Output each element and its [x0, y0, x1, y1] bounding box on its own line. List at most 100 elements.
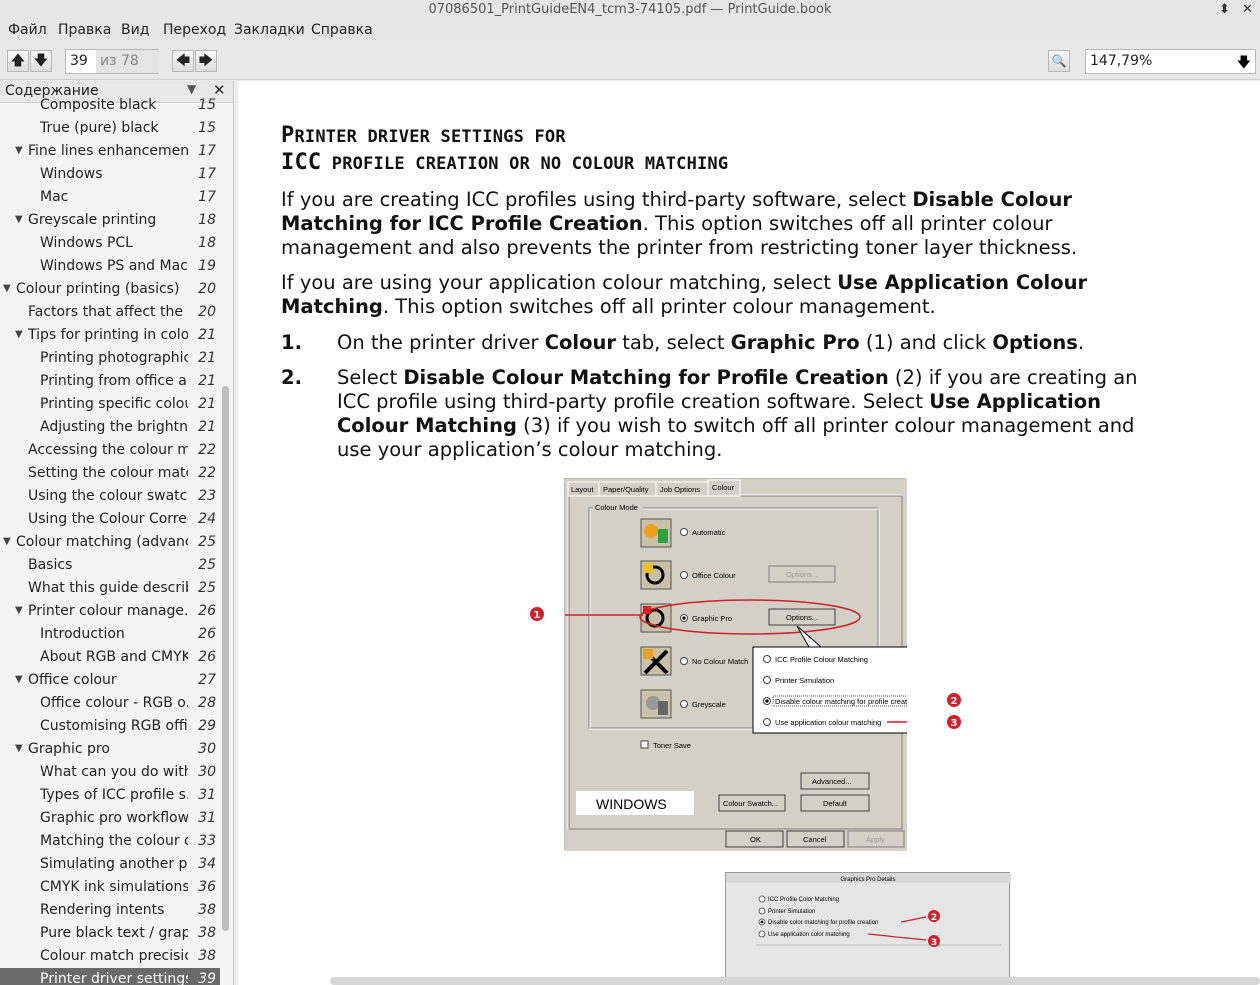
toc-item-label: Setting the colour matc... — [28, 465, 188, 481]
zoom-dropdown-icon[interactable]: 🡇 — [1236, 55, 1251, 71]
p2-bold: Use Application Colour Matching — [281, 271, 1088, 318]
toc-item-label: Printing photographic... — [40, 350, 188, 366]
menu-file[interactable]: Файл — [8, 22, 47, 38]
menu-edit[interactable]: Правка — [58, 22, 112, 38]
close-window-icon[interactable]: ✕ — [1242, 2, 1253, 17]
s1-text: . — [1077, 331, 1085, 354]
next-page-icon[interactable]: 🡇 — [30, 50, 52, 72]
toc-item[interactable]: Accessing the colour ma...22 — [0, 439, 220, 462]
toc-item[interactable]: Printer driver settings...39 — [0, 968, 220, 985]
toc-item[interactable]: Using the colour swatch...23 — [0, 485, 220, 508]
document-hscrollbar[interactable] — [330, 977, 1260, 985]
toc-item-page: 22 — [198, 442, 216, 458]
toc-item-label: Windows — [40, 166, 103, 182]
sidebar-title[interactable]: Содержание — [5, 83, 99, 99]
toc-item-label: Office colour — [28, 672, 117, 688]
advanced-button: Advanced... — [812, 777, 852, 786]
expand-triangle-icon[interactable]: ▼ — [15, 605, 23, 616]
s1-text: tab, select — [616, 331, 731, 354]
toc-item[interactable]: Factors that affect the a...20 — [0, 301, 220, 324]
toc-item-page: 21 — [198, 396, 216, 412]
toc-item[interactable]: Printing from office a...21 — [0, 370, 220, 393]
expand-triangle-icon[interactable]: ▼ — [3, 536, 11, 547]
expand-triangle-icon[interactable]: ▼ — [15, 329, 23, 340]
toc-item[interactable]: What can you do with ...30 — [0, 761, 220, 784]
history-forward-icon[interactable]: 🡆 — [195, 50, 217, 72]
menu-view[interactable]: Вид — [121, 22, 150, 38]
history-back-icon[interactable]: 🡄 — [172, 50, 194, 72]
search-icon[interactable]: 🔍 — [1048, 50, 1070, 72]
toc-item-page: 17 — [198, 166, 216, 182]
step-2-text: Select Disable Colour Matching for Profi… — [337, 366, 1157, 462]
toc-item-label: Customising RGB offic... — [40, 718, 188, 734]
windows-label: WINDOWS — [596, 796, 667, 812]
zoom-select[interactable]: 147,79% 🡇 — [1085, 49, 1256, 74]
zoom-value[interactable]: 147,79% — [1090, 53, 1153, 69]
mac-disable: Disable color matching for profile creat… — [768, 920, 878, 926]
toc-item[interactable]: ▼Printer colour manage...26 — [0, 600, 220, 623]
maximize-icon[interactable]: ⬍ — [1219, 2, 1230, 17]
page-number-value[interactable]: 39 — [70, 53, 88, 69]
toc-item[interactable]: ▼Colour matching (advanced)25 — [0, 531, 220, 554]
page-number-input[interactable]: 39 из 78 — [65, 49, 159, 74]
sidebar-dropdown-icon[interactable]: ▼ — [187, 82, 197, 96]
windows-dialog-image: Layout Paper/Quality Job Options Colour … — [564, 478, 907, 851]
toc-item[interactable]: Graphic pro workflow...31 — [0, 807, 220, 830]
expand-triangle-icon[interactable]: ▼ — [15, 743, 23, 754]
toc-item-label: Graphic pro — [28, 741, 110, 757]
toc-item[interactable]: Types of ICC profile s...31 — [0, 784, 220, 807]
toc-item[interactable]: Windows 17 — [0, 163, 220, 186]
toc-item[interactable]: What this guide describes25 — [0, 577, 220, 600]
expand-triangle-icon[interactable]: ▼ — [15, 145, 23, 156]
mac-callout-2: 2 — [931, 913, 937, 923]
expand-triangle-icon[interactable]: ▼ — [15, 674, 23, 685]
colour-swatch-button: Colour Swatch... — [723, 799, 778, 808]
toc-item[interactable]: Customising RGB offic...29 — [0, 715, 220, 738]
cancel-button: Cancel — [803, 835, 827, 844]
toc-item[interactable]: Matching the colour o...33 — [0, 830, 220, 853]
toc-item[interactable]: Pure black text / grap...38 — [0, 922, 220, 945]
sidebar-scrollbar[interactable] — [221, 106, 230, 985]
s2-bold: Use Application Colour Matching — [337, 390, 1102, 437]
toc-item-page: 33 — [198, 833, 216, 849]
expand-triangle-icon[interactable]: ▼ — [3, 283, 11, 294]
toc-item[interactable]: ▼Colour printing (basics)20 — [0, 278, 220, 301]
toc-item[interactable]: Simulating another pr...34 — [0, 853, 220, 876]
toc-item[interactable]: Adjusting the brightne...21 — [0, 416, 220, 439]
toc-item[interactable]: CMYK ink simulations ...36 — [0, 876, 220, 899]
menu-help[interactable]: Справка — [311, 22, 373, 38]
p2-text: . This option switches off all printer c… — [382, 295, 936, 318]
menu-go[interactable]: Переход — [163, 22, 227, 38]
paragraph-1: If you are creating ICC profiles using t… — [281, 188, 1111, 260]
expand-triangle-icon[interactable]: ▼ — [15, 214, 23, 225]
toc-item[interactable]: Printing photographic...21 — [0, 347, 220, 370]
toc-item-label: Fine lines enhancement — [28, 143, 188, 159]
s1-bold: Graphic Pro — [730, 331, 860, 354]
prev-page-icon[interactable]: 🡅 — [7, 50, 29, 72]
heading-text: PROFILE CREATION OR NO COLOUR MATCHING — [321, 154, 729, 174]
toc-item[interactable]: Office colour - RGB o...28 — [0, 692, 220, 715]
toner-save: Toner Save — [653, 741, 691, 750]
sidebar-close-icon[interactable]: ✕ — [213, 81, 226, 99]
toc-item[interactable]: Printing specific colou...21 — [0, 393, 220, 416]
popup-printer-sim: Printer Simulation — [775, 676, 834, 685]
menu-bookmarks[interactable]: Закладки — [234, 22, 305, 38]
toc-item[interactable]: Setting the colour matc...22 — [0, 462, 220, 485]
toc-item[interactable]: About RGB and CMYK ...26 — [0, 646, 220, 669]
toc-item[interactable]: Using the Colour Correc...24 — [0, 508, 220, 531]
sidebar-scroll-thumb[interactable] — [222, 386, 229, 931]
